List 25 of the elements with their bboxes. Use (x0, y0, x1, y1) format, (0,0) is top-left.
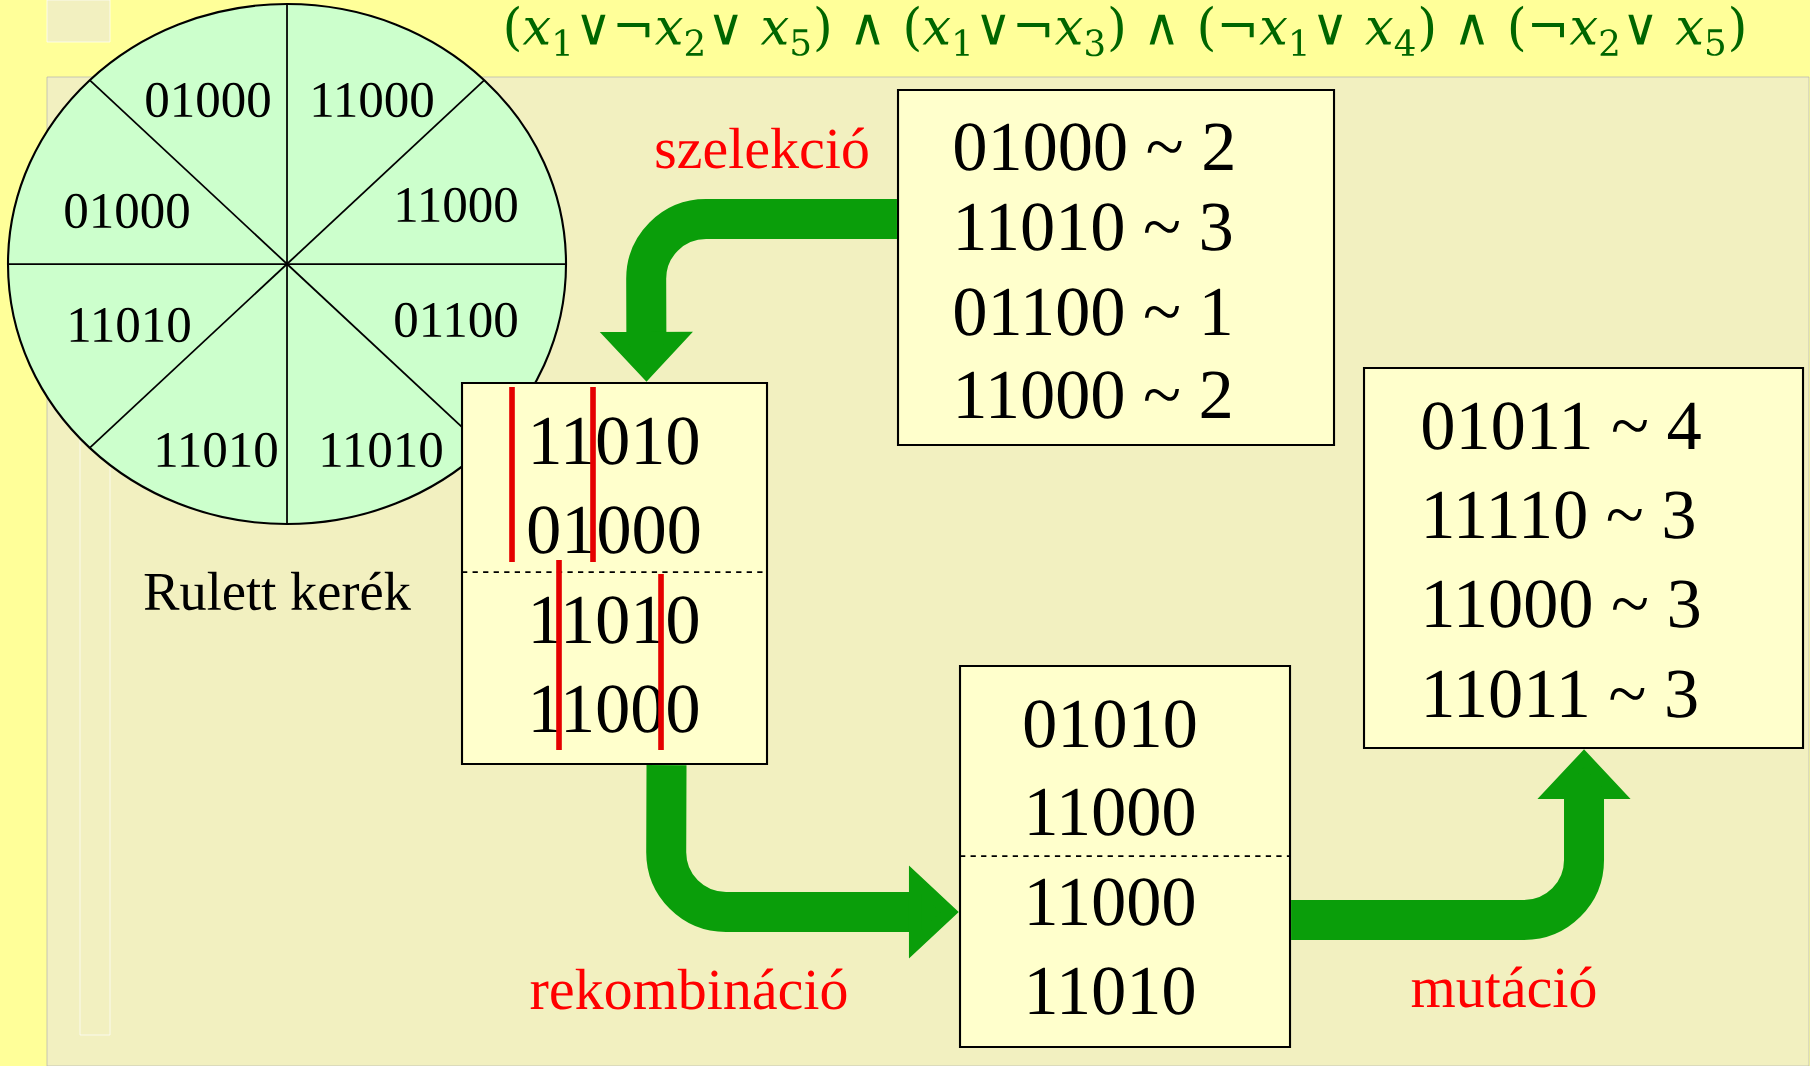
bit-string: 11000 ~ 3 (1426, 580, 1699, 628)
segment-label: 11010 (322, 432, 442, 468)
segment-label: 01000 (146, 82, 270, 118)
bit-string: 01011 ~ 4 (1423, 402, 1701, 450)
bit-string: 01000 ~ 2 (955, 123, 1233, 171)
bit-string: 11000 (1029, 788, 1194, 836)
edge-label: mutáció (1411, 966, 1596, 1008)
bit-string: 11110 ~ 3 (1426, 491, 1694, 539)
segment-label: 01100 (395, 302, 517, 338)
edge-label: szelekció (656, 127, 868, 169)
segment-label: 11010 (157, 432, 277, 468)
segment-label: 01000 (65, 193, 189, 229)
segment-label: 11000 (313, 82, 433, 118)
segment-label: 11000 (397, 187, 517, 223)
bit-string: 11010 (1029, 967, 1194, 1015)
bit-string: 11010 ~ 3 (958, 203, 1231, 251)
bit-string: 11011 ~ 3 (1426, 670, 1697, 718)
bit-string: 01010 (1024, 700, 1196, 748)
bit-string: 11000 ~ 2 (958, 371, 1230, 419)
wheel-caption: Rulett kerék (144, 571, 411, 611)
edge-label: rekombináció (530, 968, 847, 1010)
segment-label: 11010 (70, 307, 190, 343)
bit-string: 01100 ~ 1 (955, 288, 1230, 336)
formula-title: (x$_{1}$∨¬x$_{2}$∨ x$_{5}$) ∧ (x$_{1}$∨¬x$_{3}$) ∧ (¬x$_{1}$∨ x$_{4}$) ∧ (¬x$_{2}$∨ x$_{5}$) (506, 5, 1744, 57)
bit-string: 11000 (1029, 878, 1194, 926)
